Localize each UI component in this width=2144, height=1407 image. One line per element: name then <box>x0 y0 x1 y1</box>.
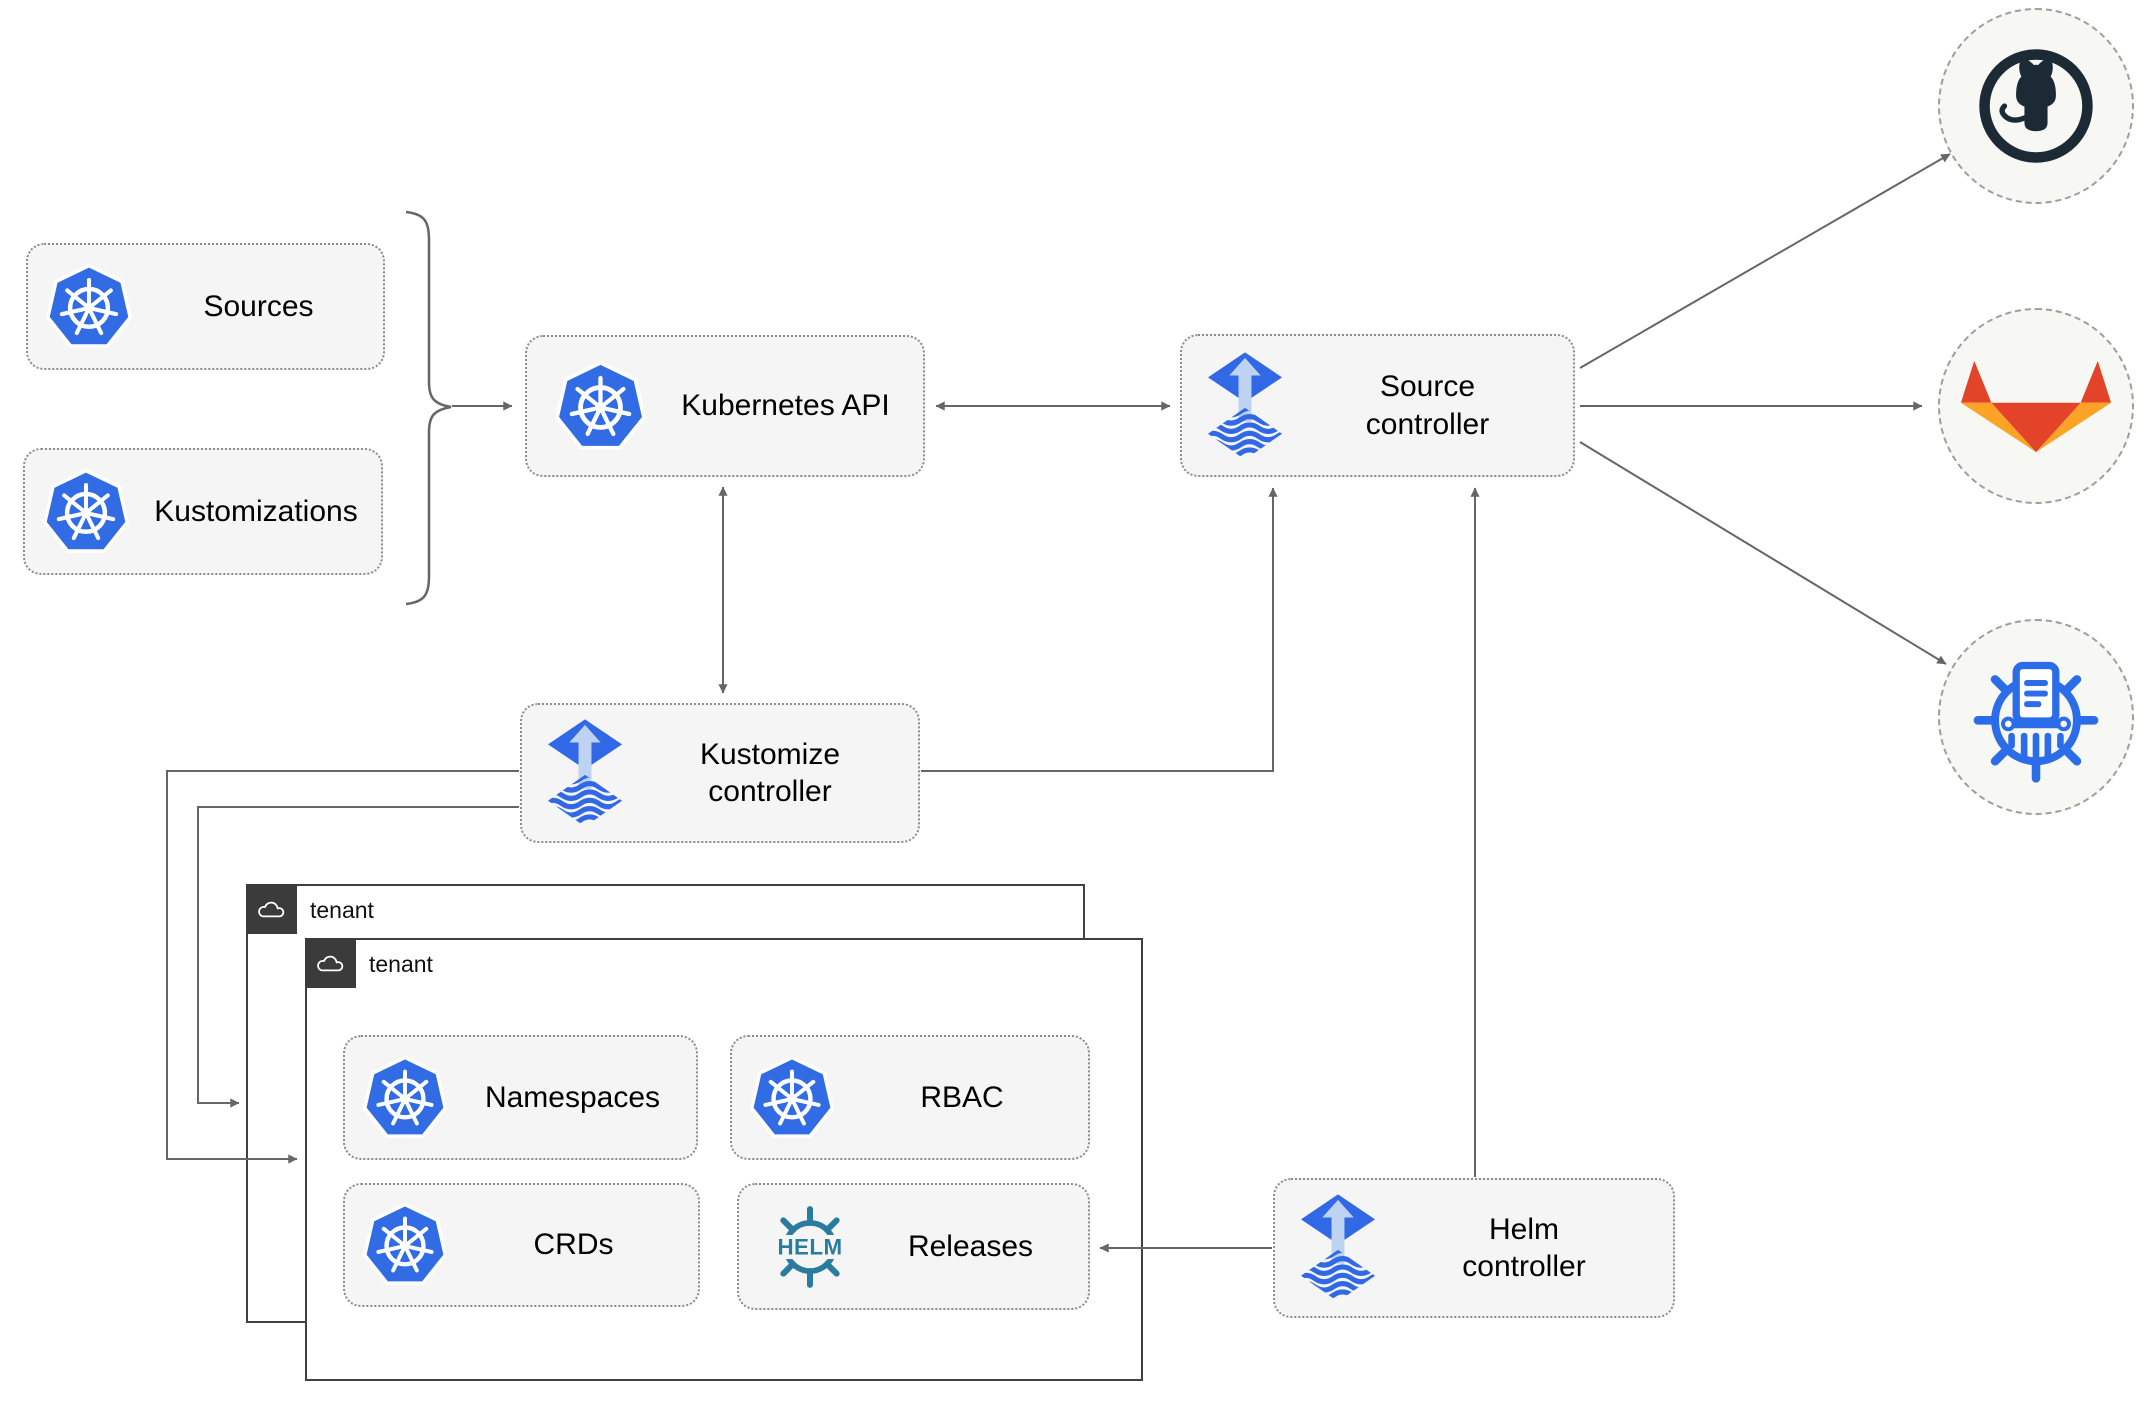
tenant-label: tenant <box>369 951 433 977</box>
kubernetes-icon <box>41 467 131 557</box>
node-label: Sources <box>203 289 314 323</box>
helm-icon <box>767 1202 853 1292</box>
node-source-controller: Source controller <box>1180 334 1575 477</box>
flux-icon <box>1208 352 1282 460</box>
tenant-label: tenant <box>310 897 374 923</box>
node-label: Source controller <box>1365 370 1490 441</box>
node-label: Kustomize controller <box>699 737 841 809</box>
node-releases: Releases <box>737 1183 1090 1310</box>
gitlab-icon <box>1960 359 2112 454</box>
kubernetes-icon <box>748 1054 836 1142</box>
edge-source-to-registry <box>1579 441 1947 665</box>
external-registry <box>1938 619 2134 815</box>
node-namespaces: Namespaces <box>343 1035 698 1160</box>
edge-kustomize-to-source <box>921 487 1278 772</box>
node-label: Namespaces <box>484 1080 661 1114</box>
node-label: Helm controller <box>1462 1212 1586 1284</box>
node-label: Releases <box>907 1229 1034 1263</box>
kubernetes-icon <box>361 1054 449 1142</box>
edge-source-to-github <box>1579 153 1951 369</box>
node-label: RBAC <box>920 1080 1004 1114</box>
tenant-tab <box>305 938 356 988</box>
github-icon <box>1973 43 2099 169</box>
node-label: Kubernetes API <box>681 389 890 423</box>
node-kubernetes-api: Kubernetes API <box>525 335 925 477</box>
flux-icon <box>548 719 622 827</box>
kubernetes-icon <box>553 359 648 454</box>
node-sources: Sources <box>26 243 385 370</box>
external-gitlab <box>1938 308 2134 504</box>
tenant-tab <box>246 884 297 934</box>
node-helm-controller: Helm controller <box>1273 1178 1675 1318</box>
node-crds: CRDs <box>343 1183 700 1307</box>
node-label: Kustomizations <box>154 494 358 528</box>
kubernetes-icon <box>44 262 134 352</box>
kustomize-wheel-icon <box>1970 651 2102 783</box>
cloud-icon <box>315 952 346 975</box>
cloud-icon <box>256 898 287 921</box>
node-kustomizations: Kustomizations <box>23 448 383 575</box>
external-github <box>1938 8 2134 204</box>
flux-icon <box>1301 1194 1375 1302</box>
brace-sources-group <box>405 210 452 606</box>
kubernetes-icon <box>361 1201 449 1289</box>
node-rbac: RBAC <box>730 1035 1090 1160</box>
node-kustomize-controller: Kustomize controller <box>520 703 920 843</box>
node-label: CRDs <box>533 1228 614 1262</box>
